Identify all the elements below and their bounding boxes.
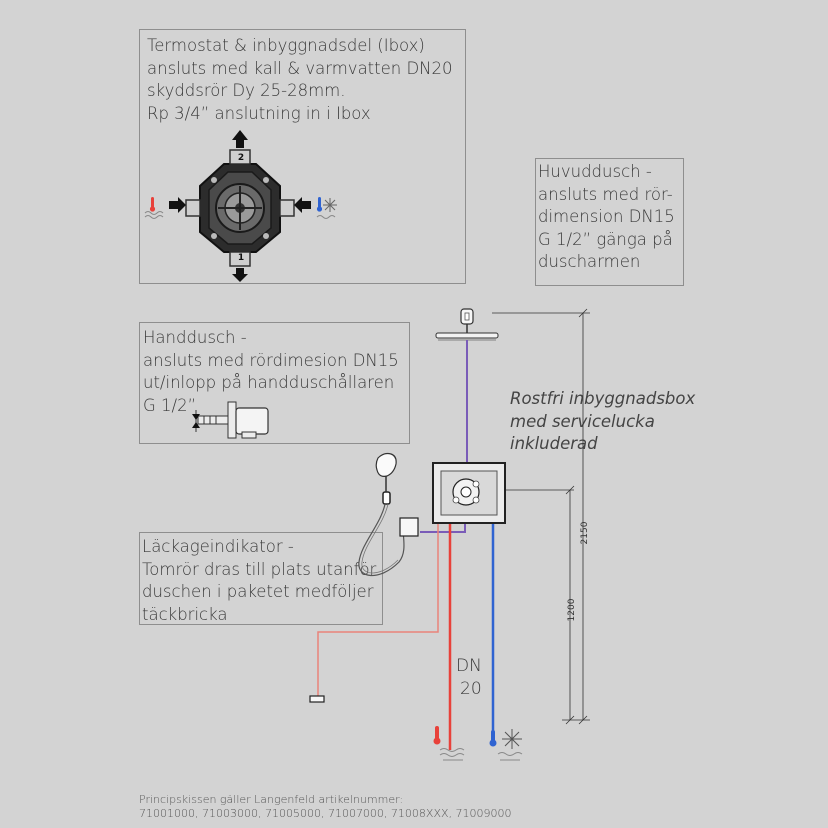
main-shower-info-text: Huvuddusch - ansluts med rör- dimension … — [538, 162, 675, 271]
cold-water-icon — [316, 197, 337, 219]
steel-box — [432, 462, 506, 524]
dimension-2150: 2150 — [580, 521, 590, 544]
main-shower-info-box — [535, 158, 684, 286]
port-bottom-label: 1 — [238, 253, 244, 263]
pipe-size-label: DN 20 — [456, 656, 482, 699]
dimension-1200: 1200 — [567, 598, 577, 621]
hand-shower-info-box — [139, 322, 410, 444]
leak-indicator-info-box — [139, 532, 383, 625]
hand-shower-outlet-icon — [399, 517, 419, 537]
flow-arrows — [169, 130, 311, 282]
thermostat-info-text: Termostat & inbyggnadsdel (Ibox) ansluts… — [147, 36, 453, 123]
hot-water-icon — [144, 197, 164, 219]
steel-box-note: Rostfri inbyggnadsbox med servicelucka i… — [510, 389, 696, 453]
thermostat-info-box — [139, 29, 466, 284]
thermostat-valve-icon — [185, 149, 295, 267]
wall-outlet-icon — [192, 401, 269, 439]
leak-indicator-cap-icon — [309, 695, 325, 703]
footer-note: Principskissen gäller Langenfeld artikel… — [139, 793, 512, 820]
hand-shower-icon — [358, 452, 405, 577]
shower-head-icon — [435, 308, 499, 341]
hand-shower-info-text: Handdusch - ansluts med rördimesion DN15… — [143, 328, 399, 415]
pipes — [317, 340, 495, 750]
leak-indicator-info-text: Läckageindikator - Tomrör dras till plat… — [142, 537, 377, 624]
dimension-lines — [492, 308, 590, 725]
cold-inlet-icon — [489, 729, 523, 761]
port-top-label: 2 — [238, 153, 244, 163]
hot-inlet-icon — [433, 726, 465, 761]
